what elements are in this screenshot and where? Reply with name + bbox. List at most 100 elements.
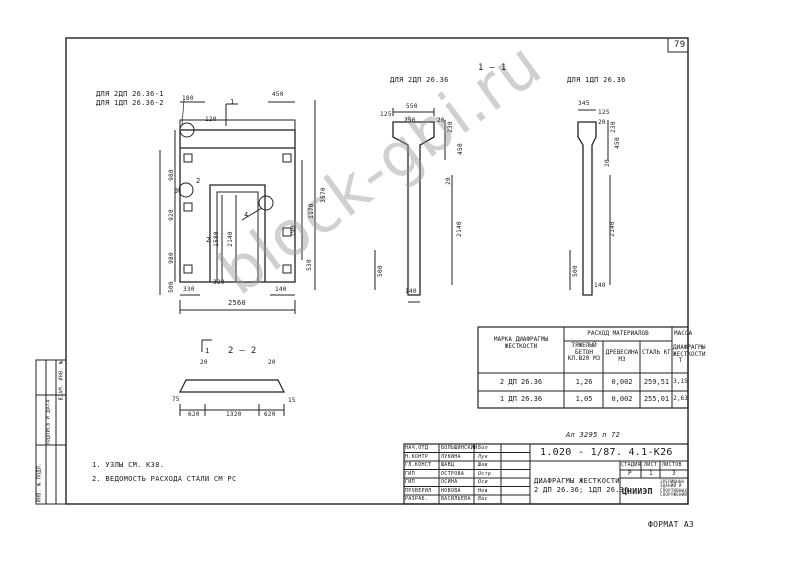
- plan-dim: 2140: [226, 231, 234, 247]
- staff-signature: Шав: [478, 462, 488, 468]
- plan-dim: 980: [167, 169, 175, 181]
- section-dim: 140: [405, 288, 417, 295]
- table-header-wood: ДРЕВЕСИНА М3: [605, 349, 639, 363]
- section-dim: 450: [613, 137, 621, 149]
- staff-role: ПРОВЕРИЛ: [405, 488, 432, 494]
- section-dim: 20: [200, 359, 208, 366]
- sheets-value: 3: [672, 470, 676, 477]
- staff-role: НАЧ.ОТД: [405, 445, 429, 451]
- section-dim: 500: [376, 265, 384, 277]
- side-stamp-box: [35, 359, 67, 505]
- plan-dim: 120: [205, 116, 217, 123]
- document-name-1: ДИАФРАГМЫ ЖЕСТКОСТИ: [534, 477, 620, 485]
- staff-signature: Остр: [478, 471, 492, 477]
- node-mark: 3: [174, 187, 179, 195]
- table-cell-concrete: 1,26: [575, 378, 593, 386]
- plan-label-1: ДЛЯ 2ДП 26.36-1: [96, 90, 164, 98]
- node-mark: 4: [244, 211, 249, 219]
- plan-dim: 500: [167, 281, 175, 293]
- org-logo: ЦНИИЭП: [622, 487, 653, 496]
- section-dim: 125: [598, 109, 610, 116]
- plan-dim: 530: [305, 259, 313, 271]
- plan-dim: 330: [183, 286, 195, 293]
- side-stamp-replaced: ВЗАМ. ИНВ. №: [58, 360, 65, 401]
- plan-dim: 180: [182, 95, 194, 102]
- staff-signature: Нов: [478, 488, 488, 494]
- plan-dim: 1170: [307, 203, 315, 219]
- plan-dim: 450: [272, 91, 284, 98]
- table-header-concrete: ТЯЖЕЛЫЙ БЕТОН КЛ.В20 М3: [567, 342, 601, 363]
- note-2: 2. ВЕДОМОСТЬ РАСХОДА СТАЛИ СМ РС: [92, 475, 237, 483]
- org-text: ЗРЕЛИЩНЫХ ЗДАНИЙ И СПОРТИВНЫХ СООРУЖЕНИЙ: [660, 479, 688, 498]
- section-dim: 2140: [608, 221, 616, 237]
- section-1dp-label: ДЛЯ 1ДП 26.36: [567, 76, 626, 84]
- section-dim: 15: [288, 397, 296, 404]
- plan-dim: 1580: [212, 231, 220, 247]
- section-mark: 1: [230, 98, 235, 106]
- staff-signature: Бол: [478, 445, 488, 451]
- page-number: 79: [674, 40, 686, 50]
- section-dim: 500: [571, 265, 579, 277]
- table-header-mark: МАРКА ДИАФРАГМЫ ЖЕСТКОСТИ: [493, 336, 549, 350]
- section-mark: 1: [205, 347, 210, 355]
- plan-dim: 320: [213, 279, 225, 286]
- section-dim: 20: [444, 177, 452, 185]
- section-dim: 550: [406, 103, 418, 110]
- staff-name: ЛУКИНА: [441, 454, 461, 460]
- inventory-number: Ал 3295 л 72: [566, 431, 621, 439]
- section-dim: 20: [603, 159, 611, 167]
- staff-signature: Оси: [478, 479, 488, 485]
- stage-header: СТАДИЯ: [621, 462, 641, 468]
- plan-dim: 3570: [319, 187, 327, 203]
- staff-name: ОСИНА: [441, 479, 458, 485]
- staff-signature: Вас: [478, 496, 488, 502]
- section-dim: 620: [188, 411, 200, 418]
- section-dim: 2140: [455, 221, 463, 237]
- plan-label-2: ДЛЯ 1ДП 26.36-2: [96, 99, 164, 107]
- staff-role: ГИП: [405, 471, 415, 477]
- table-header-materials: РАСХОД МАТЕРИАЛОВ: [587, 330, 649, 337]
- document-name-2: 2 ДП 26.36; 1ДП 26.36: [534, 486, 629, 494]
- table-header-steel: СТАЛЬ КГ: [642, 349, 671, 356]
- plan-dim: 190: [289, 225, 297, 237]
- sheet-frame: [65, 37, 689, 505]
- plan-dim: 140: [275, 286, 287, 293]
- materials-table-frame: [477, 326, 689, 409]
- table-cell-wood: 0,002: [611, 378, 633, 386]
- section-dim: 125: [380, 111, 392, 118]
- section-dim: 75: [172, 396, 180, 403]
- section-dim: 20: [268, 359, 276, 366]
- table-cell-concrete: 1,05: [575, 395, 593, 403]
- sheet-value: 1: [649, 470, 653, 477]
- staff-name: ВАСИЛЬЕВА: [441, 496, 471, 502]
- section-dim: 20: [598, 119, 606, 126]
- section22-outline: [179, 379, 285, 393]
- format-label: ФОРМАТ А3: [648, 520, 695, 529]
- section-dim: 1320: [226, 411, 242, 418]
- section-dim: 230: [446, 121, 454, 133]
- staff-role: Н.КОНТР: [405, 454, 429, 460]
- section-mark: 2: [206, 236, 211, 244]
- stage-value: Р: [628, 470, 632, 477]
- note-1: 1. УЗЛЫ СМ. К38.: [92, 461, 165, 469]
- staff-name: БОЛЬШИНСКИЙ: [441, 445, 478, 451]
- side-stamp-inv: ИНВ. № ПОДЛ.: [36, 462, 43, 503]
- section-2dp-outline: [392, 121, 435, 296]
- section-mark: 2: [196, 177, 201, 185]
- section-1dp-outline: [577, 121, 597, 296]
- sheets-header: ЛИСТОВ: [662, 462, 682, 468]
- section-dim: 140: [594, 282, 606, 289]
- table-cell-mark: 1 ДП 26.36: [499, 395, 543, 403]
- table-cell-mass: 3,15: [673, 378, 688, 385]
- table-header-mass-sub: ДИАФРАГМЫ ЖЕСТКОСТИ Т: [673, 344, 706, 365]
- title-block-frame: [403, 443, 689, 505]
- section-2dp-label: ДЛЯ 2ДП 26.36: [390, 76, 449, 84]
- table-cell-steel: 259,51: [643, 378, 670, 386]
- staff-name: НОВОВА: [441, 488, 461, 494]
- section-dim: 250: [404, 117, 416, 124]
- plan-dim: 920: [167, 209, 175, 221]
- table-cell-wood: 0,002: [611, 395, 633, 403]
- staff-signature: Лук: [478, 454, 488, 460]
- section-dim: 345: [578, 100, 590, 107]
